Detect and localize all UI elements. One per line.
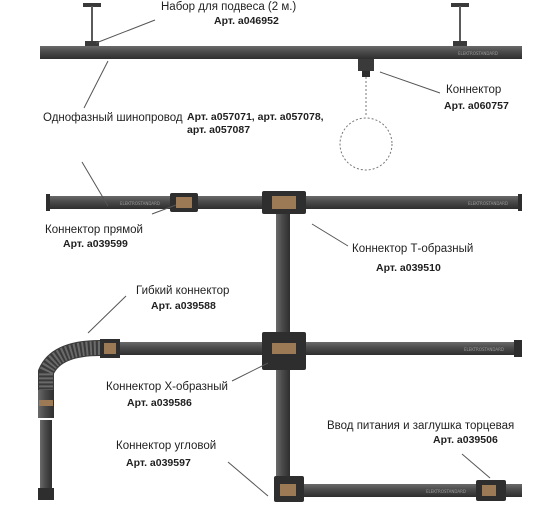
t-connector-label: Коннектор Т-образный: [352, 243, 474, 255]
flexible-connector-label: Гибкий коннектор: [136, 285, 230, 297]
connector-label: Коннектор: [446, 84, 502, 96]
corner-connector-article: Арт. a039597: [126, 457, 191, 469]
suspension-kit-label: Набор для подвеса (2 м.): [161, 1, 297, 13]
busbar-label: Однофазный шинопровод: [43, 112, 183, 124]
flexible-connector-article: Арт. a039588: [151, 300, 216, 312]
leader-lines: [81, 19, 491, 497]
suspension-rod-right: [451, 3, 469, 47]
busbar-article-line2: арт. a057087: [187, 124, 251, 136]
svg-text:ELEKTROSTANDARD: ELEKTROSTANDARD: [120, 201, 160, 206]
power-feed-article: Арт. a039506: [433, 434, 498, 446]
svg-text:ELEKTROSTANDARD: ELEKTROSTANDARD: [426, 489, 466, 494]
t-connector-article: Арт. a039510: [376, 262, 441, 274]
svg-text:ELEKTROSTANDARD: ELEKTROSTANDARD: [468, 201, 508, 206]
svg-text:ELEKTROSTANDARD: ELEKTROSTANDARD: [464, 347, 504, 352]
connector-pendant: [339, 59, 393, 171]
track-row-3: ELEKTROSTANDARD: [274, 476, 522, 502]
straight-connector-label: Коннектор прямой: [45, 224, 143, 236]
straight-connector-article: Арт. a039599: [63, 238, 128, 250]
end-cap: [514, 340, 522, 357]
top-track: [40, 46, 522, 59]
track-row-2: ELEKTROSTANDARD: [100, 332, 522, 370]
connector-article: Арт. a060757: [444, 100, 509, 112]
power-feed-label: Ввод питания и заглушка торцевая: [327, 420, 515, 432]
top-track-brand: ELEKTROSTANDARD: [458, 51, 498, 56]
track-row-1: ELEKTROSTANDARD ELEKTROSTANDARD: [46, 191, 522, 214]
busbar-article-line1: Арт. a057071, арт. a057078,: [187, 111, 324, 123]
flexible-connector: [38, 340, 101, 500]
pendant-lamp-outline: [339, 117, 393, 171]
vertical-track: [276, 214, 290, 476]
suspension-kit-article: Арт. a046952: [214, 15, 279, 27]
x-connector-article: Арт. a039586: [127, 397, 192, 409]
suspension-rod-left: [83, 3, 101, 47]
end-cap: [518, 194, 522, 211]
corner-connector-label: Коннектор угловой: [116, 440, 217, 452]
x-connector-label: Коннектор Х-образный: [106, 381, 228, 393]
end-cap: [46, 194, 50, 211]
